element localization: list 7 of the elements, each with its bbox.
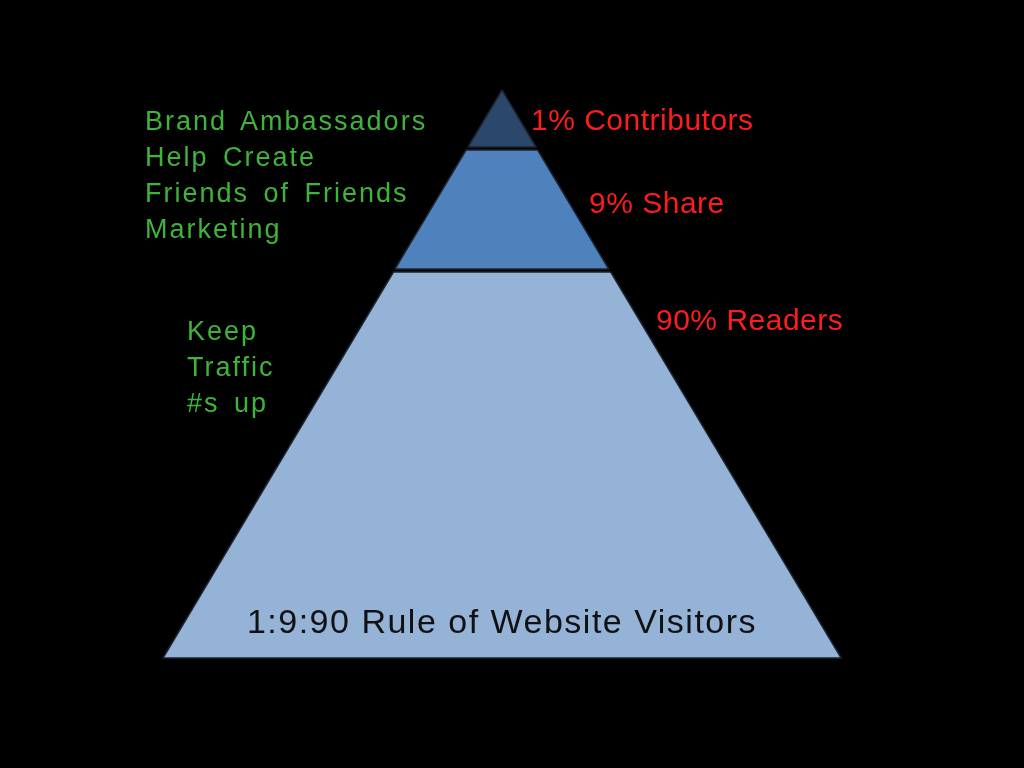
percentage-label: 1% Contributors: [531, 102, 754, 138]
percentage-label: 90% Readers: [656, 302, 844, 338]
pyramid-base-tier: [162, 272, 842, 658]
percentage-label: 9% Share: [589, 185, 725, 221]
pyramid-title: 1:9:90 Rule of Website Visitors: [246, 601, 758, 641]
annotation-text: Keep Traffic #s up: [187, 315, 276, 420]
annotation-text: Brand Ambassadors Help Create Friends of Friends Marketing: [145, 105, 429, 246]
